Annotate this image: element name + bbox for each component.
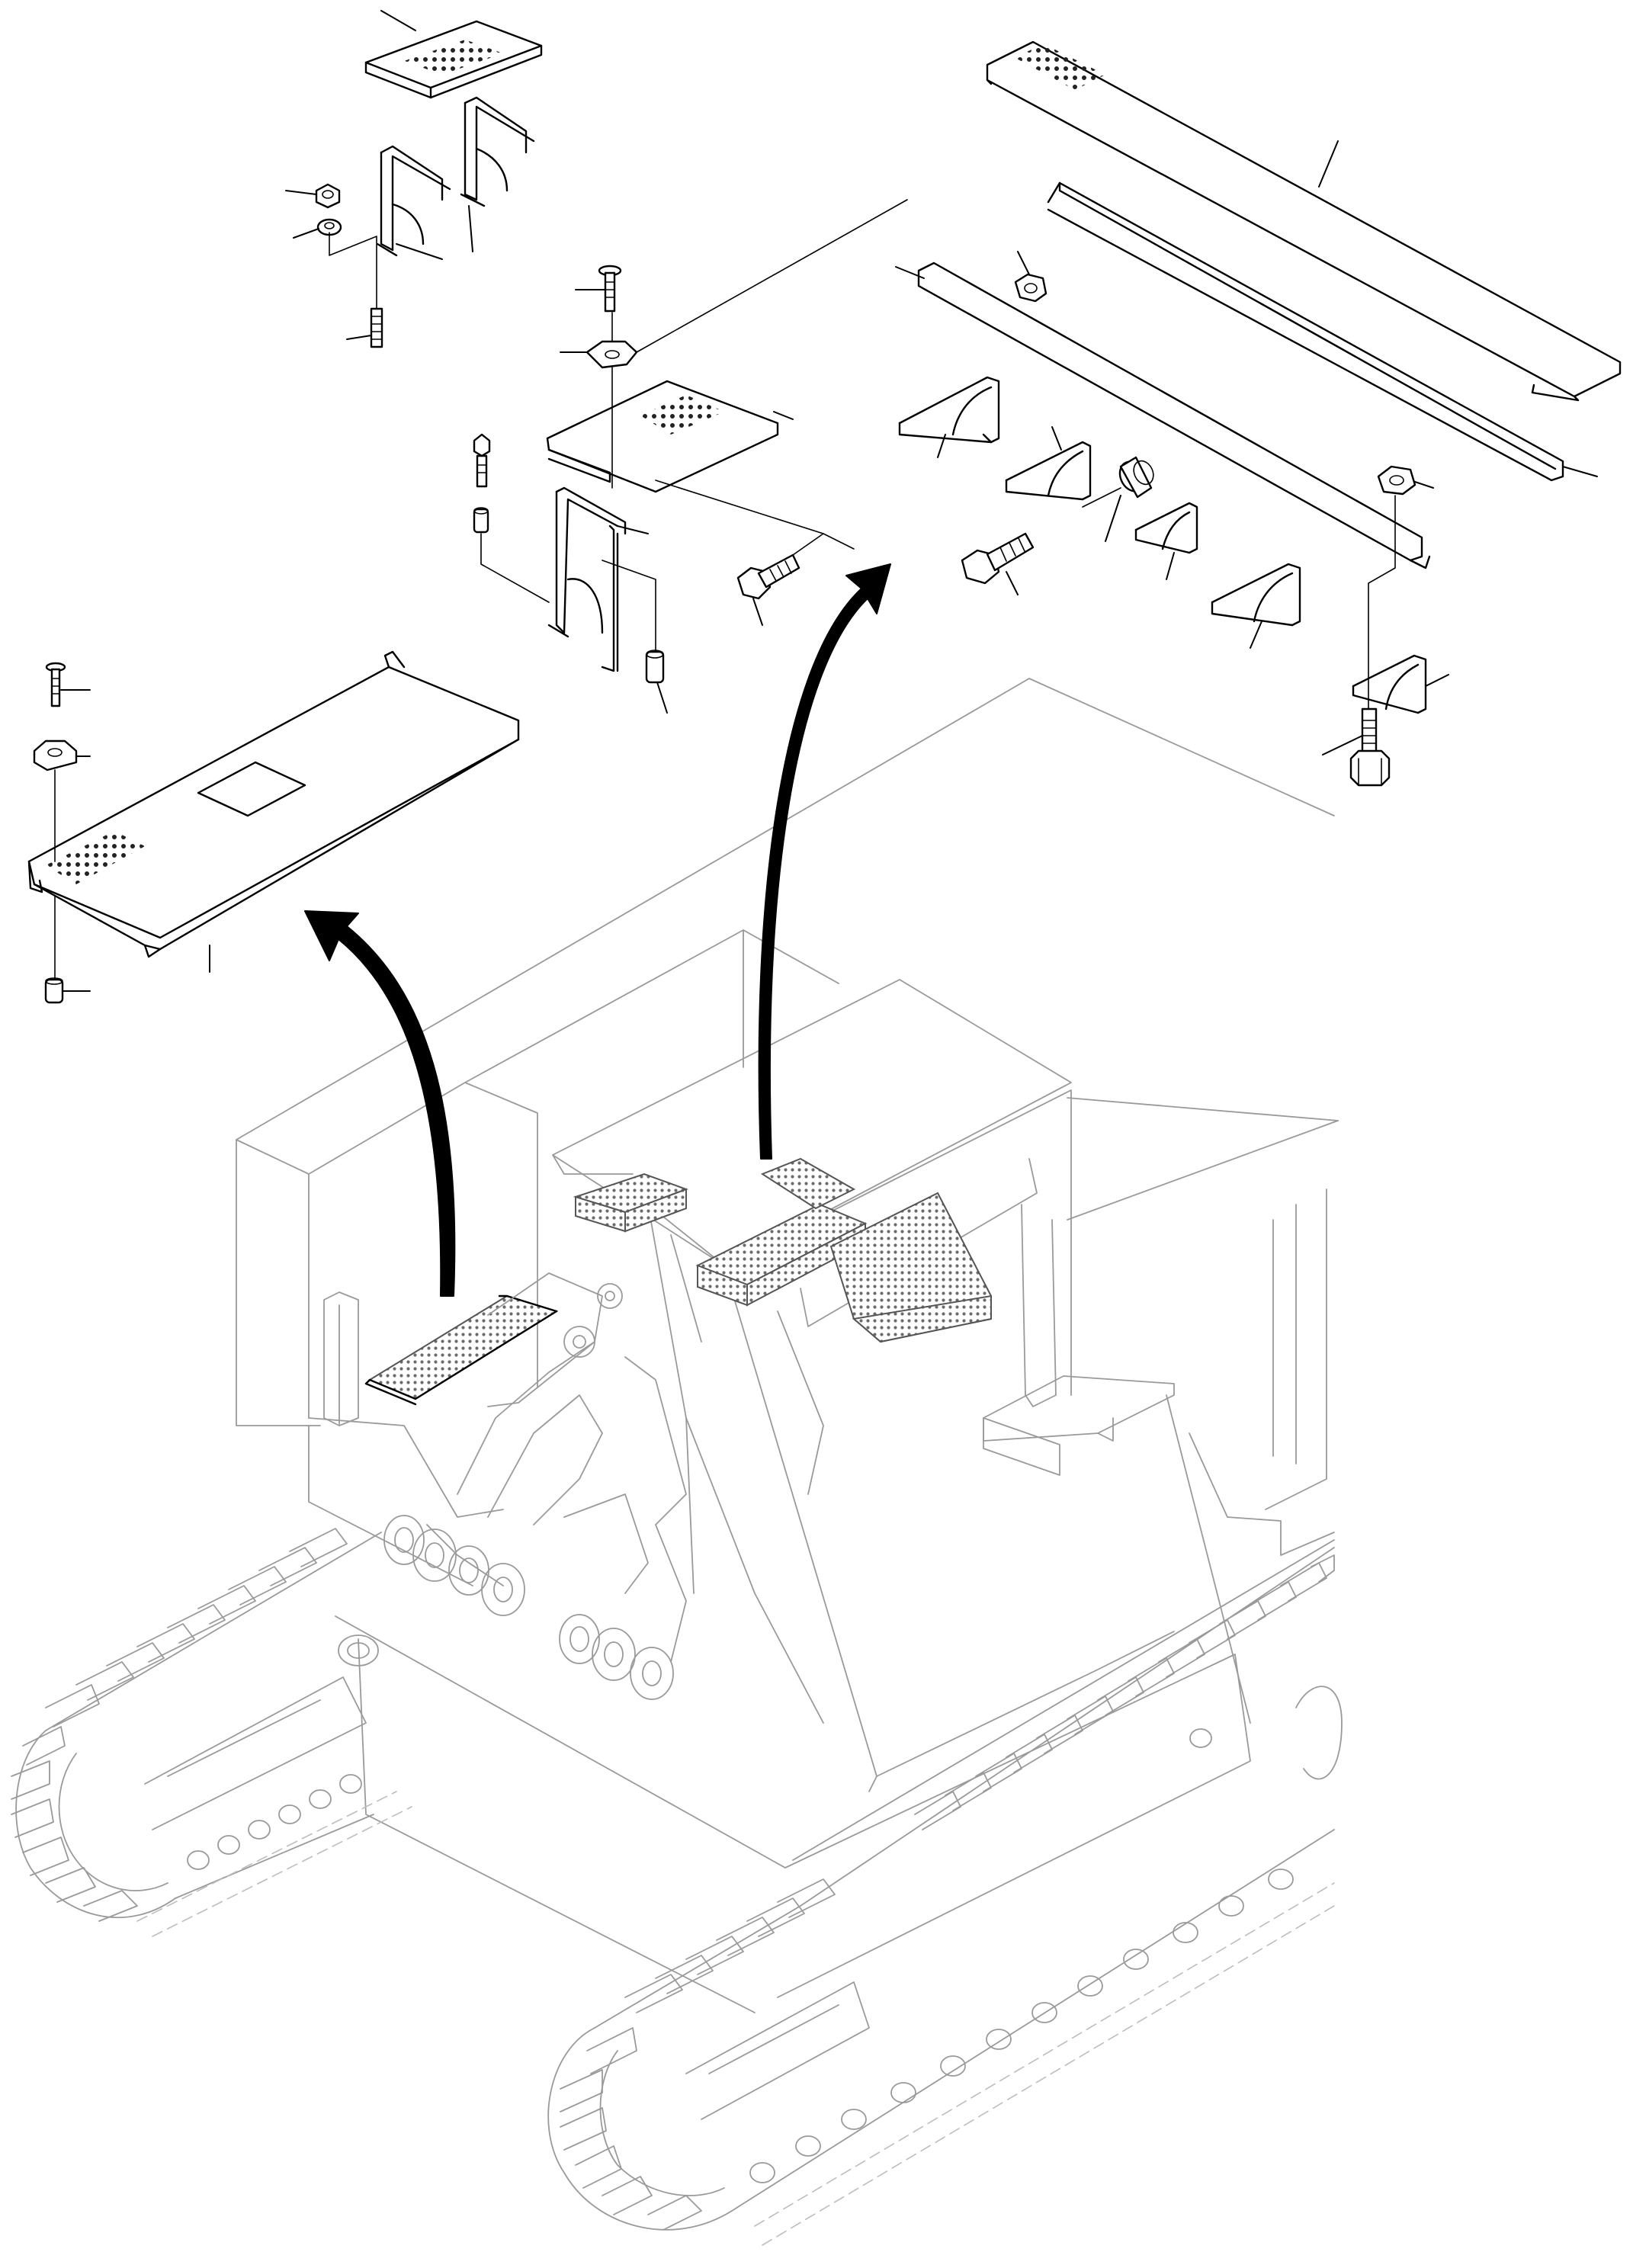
- gusset-bracket: [1352, 654, 1449, 714]
- left-step-plate: [27, 650, 520, 1004]
- curved-arrow-icon: [304, 910, 456, 1297]
- bracket-pair-top: [376, 96, 535, 260]
- collar-and-bolt: [961, 456, 1154, 595]
- gusset-bracket: [1005, 426, 1092, 501]
- operator-cab: [552, 979, 1175, 1792]
- right-crawler-track: [547, 1539, 1343, 2246]
- gusset-bracket: [1134, 502, 1198, 580]
- link-pins: [338, 1515, 1212, 1748]
- gusset-bracket: [898, 376, 1000, 458]
- curved-arrow-icon: [758, 563, 891, 1160]
- hex-nut-bolt-right: [1322, 465, 1434, 787]
- nut-washer-stud-left: [285, 183, 383, 348]
- top-cover-plate: [364, 10, 543, 99]
- ripper-frame: [426, 1272, 687, 1663]
- right-lower-rail: [895, 261, 1431, 569]
- right-angle-rail: [1047, 181, 1598, 482]
- middle-bracket: [473, 433, 824, 714]
- installed-walkway-left: [364, 1294, 559, 1406]
- left-crawler-track: [11, 1528, 412, 1937]
- right-long-cover: [986, 40, 1622, 402]
- middle-step-cover: [546, 265, 794, 493]
- hex-bolt-middle: [736, 553, 800, 626]
- hex-nut-right-top: [1014, 251, 1047, 303]
- gusset-bracket: [1211, 563, 1301, 649]
